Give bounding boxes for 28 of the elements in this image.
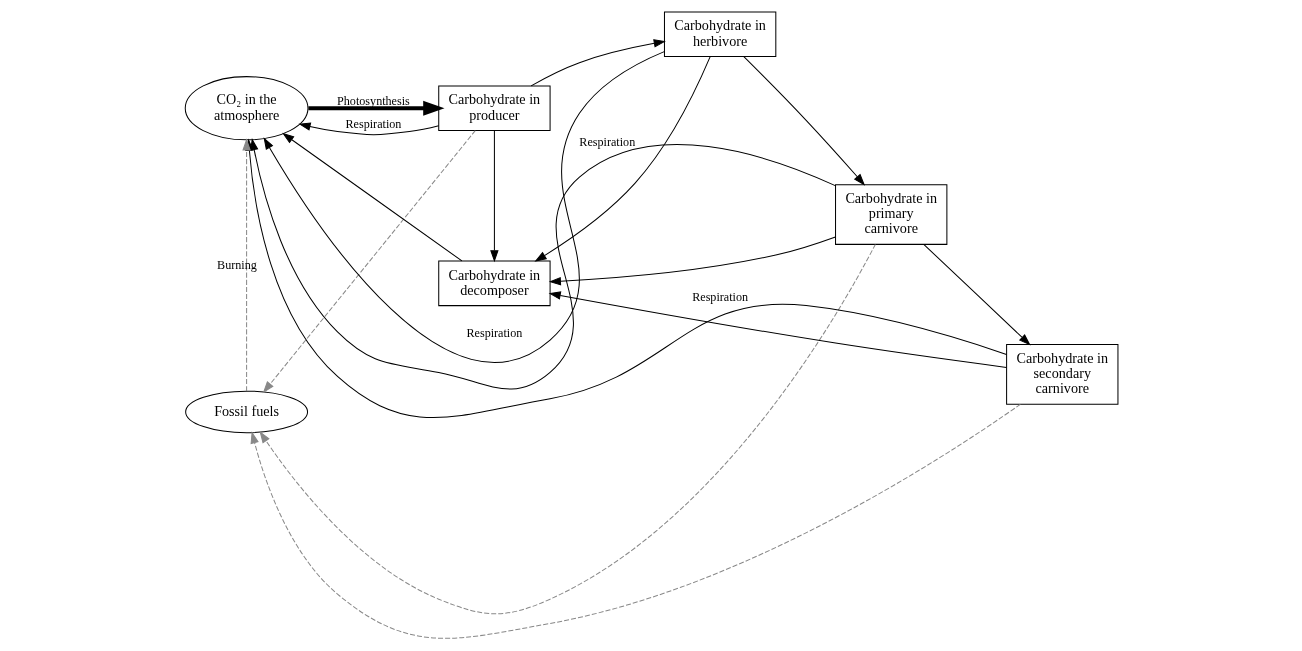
arrow [533, 56, 711, 262]
edge-label: Respiration [691, 290, 748, 305]
arrow [281, 132, 462, 262]
node-box: Carbohydrate in producer [437, 85, 551, 131]
arrow [262, 130, 476, 394]
arrow [263, 51, 665, 363]
arrow [530, 39, 666, 87]
arrow [250, 403, 1021, 639]
arrow [258, 243, 876, 615]
node-ellipse: Fossil fuels [184, 390, 308, 434]
arrow [923, 244, 1031, 346]
edge-label: Respiration [578, 135, 635, 150]
node-ellipse: CO₂ in the atmosphere [184, 76, 308, 141]
edge-label: Respiration [344, 117, 401, 132]
arrow [241, 138, 251, 392]
arrow [548, 291, 1007, 368]
node-box: Carbohydrate in primary carnivore [834, 184, 947, 245]
arrow [489, 130, 499, 263]
edge-label: Photosynthesis [336, 93, 410, 108]
arrow [548, 236, 836, 286]
arrow [742, 56, 865, 186]
arrow [307, 100, 444, 116]
node-box: Carbohydrate in herbivore [663, 11, 776, 58]
arrow [297, 122, 439, 136]
edge-label: Respiration [465, 325, 522, 340]
edge-label: Burning [216, 257, 257, 272]
node-box: Carbohydrate in decomposer [437, 260, 551, 307]
node-box: Carbohydrate in secondary carnivore [1005, 344, 1118, 405]
